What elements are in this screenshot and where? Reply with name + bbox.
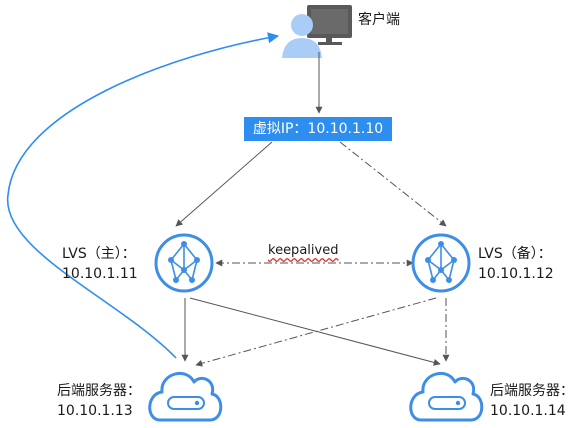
lvs-backup-to-backend-left-connector: [195, 297, 437, 367]
vip-to-lvs-backup-connector: [339, 141, 447, 227]
lvs-master-ip-label: 10.10.1.11: [62, 266, 138, 282]
vip-box: 虚拟IP：10.10.1.10: [244, 117, 392, 141]
client-label: 客户端: [358, 12, 400, 28]
lvs-backup-name-label: LVS（备）：: [478, 246, 552, 262]
backend-left-ip-label: 10.10.1.13: [57, 403, 133, 419]
lvs-backup-ip-label: 10.10.1.12: [478, 266, 554, 282]
keepalived-label: keepalived: [268, 243, 339, 258]
lvs-backup-icon: [411, 233, 471, 293]
backend-left-name-label: 后端服务器：: [57, 383, 141, 399]
lvs-master-to-backend-right-connector: [189, 297, 441, 366]
lvs-master-icon: [154, 233, 214, 293]
backend-right-name-label: 后端服务器：: [490, 383, 574, 399]
backend-return-to-client-connector: [7, 32, 280, 359]
client-icon: [282, 5, 352, 58]
lvs-master-name-label: LVS（主）：: [62, 246, 136, 262]
vip-to-lvs-master-connector: [175, 141, 273, 227]
backend-right-ip-label: 10.10.1.14: [490, 403, 566, 419]
backend-left-server-icon: [148, 371, 223, 422]
backend-right-server-icon: [409, 371, 484, 422]
